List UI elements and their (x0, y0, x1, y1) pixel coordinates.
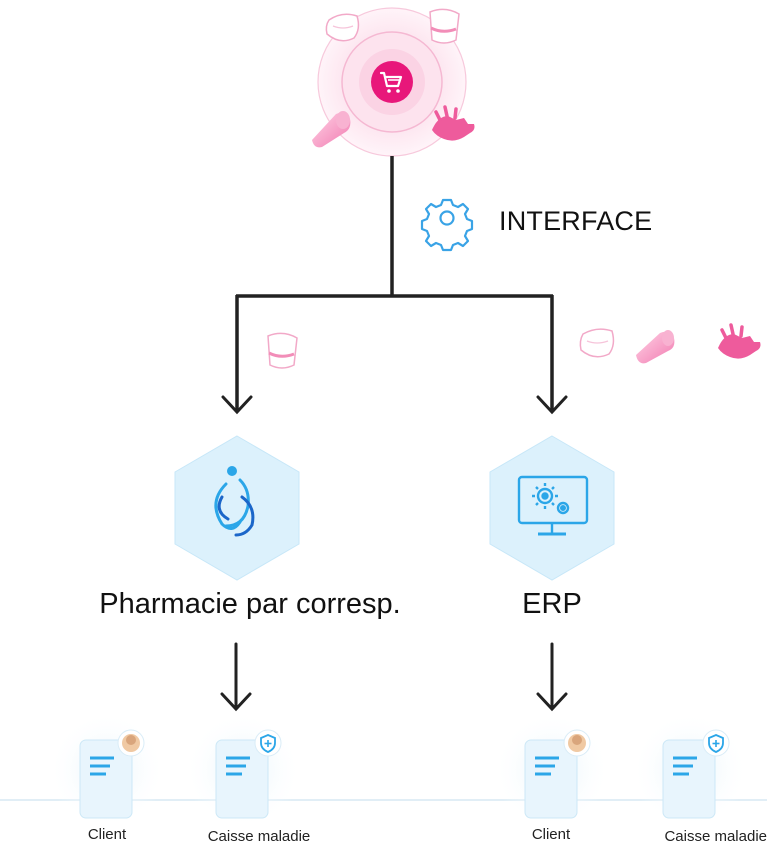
interface-label: INTERFACE (499, 206, 653, 236)
shield-badge-icon (254, 729, 282, 757)
arrow-left-icon (221, 395, 253, 415)
arrow-down-right-icon (536, 642, 568, 712)
doc-card-client-1 (49, 712, 165, 828)
doc-label-insurance-2: Caisse maladie (664, 828, 767, 845)
mask-icon (325, 13, 360, 42)
roll-icon (312, 111, 351, 148)
doc-card-insurance-1 (185, 712, 301, 828)
doc-card-insurance-2 (632, 712, 748, 828)
shop-node (312, 7, 475, 157)
connector-lines (235, 156, 554, 410)
erp-node (489, 435, 615, 581)
glove-small-icon (718, 323, 761, 359)
erp-label: ERP (522, 588, 582, 620)
doc-label-client-1: Client (87, 826, 127, 843)
avatar-badge-icon (117, 729, 145, 757)
doc-label-client-2: Client (531, 826, 571, 843)
cup-icon (429, 8, 460, 44)
glove-icon (432, 105, 475, 141)
pharmacy-label: Pharmacie par corresp. (99, 588, 401, 620)
arrow-right-icon (536, 395, 568, 415)
gear-icon (420, 198, 474, 252)
cup-small-icon (267, 332, 298, 369)
monitor-gears-icon (517, 475, 589, 536)
arrow-down-left-icon (220, 642, 252, 712)
pharmacy-node (174, 435, 300, 581)
roll-small-icon (636, 330, 675, 364)
avatar-badge-icon (563, 729, 591, 757)
doc-label-insurance-1: Caisse maladie (207, 828, 311, 845)
wellness-figure-icon (214, 466, 255, 537)
doc-card-client-2 (494, 712, 610, 828)
cart-icon (371, 61, 413, 103)
mask-small-icon (579, 328, 615, 358)
shield-badge-icon (702, 729, 730, 757)
